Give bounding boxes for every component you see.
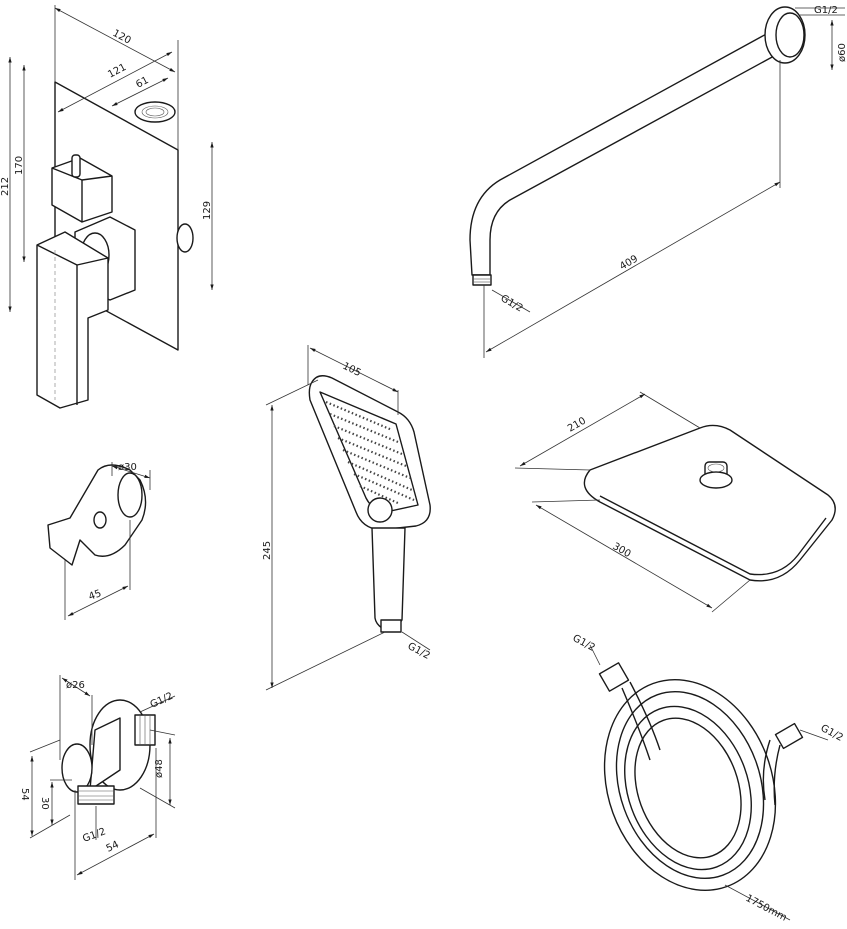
hand-shower-handle: [371, 527, 406, 631]
hose-dim-length: 1750mm: [744, 893, 789, 924]
hose-nut-right: [774, 722, 804, 750]
elbow-dim-thread-side: G1/2: [149, 691, 175, 711]
shower-arm-flange: [764, 6, 806, 64]
concealed-mixer: 120 121 61 212 170 129: [0, 5, 214, 409]
shower-arm-pipe: [469, 31, 786, 276]
hand-shower-thread: [380, 619, 402, 633]
mixer-dim-height: 170: [14, 156, 25, 175]
hose-dim-thread-left: G1/2: [571, 633, 597, 654]
mixer-inlet-top: [134, 101, 176, 123]
hand-shower: 105 245 G1/2: [262, 345, 432, 691]
mixer-inlet-side: [176, 223, 194, 253]
elbow-body: [61, 743, 93, 793]
shower-arm: G1/2 ø60 409 G1/2: [469, 5, 847, 358]
arm-dim-flange: ø60: [837, 43, 847, 62]
shower-hose: G1/2 G1/2 1750mm: [571, 633, 845, 924]
mixer-dim-offset: 61: [134, 75, 150, 91]
elbow-dim-diameter: ø26: [66, 680, 85, 691]
hose-nut-left: [598, 662, 630, 692]
elbow-dim-height: 54: [19, 788, 30, 801]
arm-dim-thread-top: G1/2: [814, 5, 838, 16]
hose-coil-outer: [603, 679, 777, 891]
mixer-dim-height-total: 212: [0, 177, 11, 196]
holder-dim-diameter: ø30: [118, 462, 137, 473]
hand-shower-nozzles: [325, 400, 415, 506]
mixer-dim-outlet: 129: [202, 201, 213, 220]
head-shower-plate: [583, 424, 836, 582]
holder-dim-length: 45: [87, 588, 103, 603]
hand-dim-thread: G1/2: [406, 641, 432, 662]
hand-dim-width: 105: [341, 361, 363, 379]
elbow-dim-flange: ø48: [154, 759, 165, 778]
head-dim-width: 210: [566, 416, 588, 435]
mixer-dim-depth: 121: [106, 62, 128, 81]
elbow-dim-thread-bottom: G1/2: [81, 826, 107, 844]
head-shower: 210 300: [514, 391, 836, 613]
arm-dim-thread-bottom: G1/2: [499, 293, 525, 314]
hand-shower-button: [367, 497, 393, 523]
hose-dim-thread-right: G1/2: [819, 723, 845, 744]
elbow-dim-depth: 54: [105, 839, 121, 854]
head-dim-length: 300: [611, 541, 633, 560]
shower-arm-thread: [472, 274, 492, 286]
wall-elbow: ø26 G1/2 54 30 ø48 G1/2 54: [19, 675, 176, 880]
shower-holder: ø30 45: [47, 462, 151, 620]
elbow-bottom-thread: [77, 785, 115, 805]
mixer-lever: [36, 231, 109, 409]
elbow-dim-offset: 30: [39, 797, 50, 810]
diverter-knob: [71, 154, 81, 178]
hand-dim-length: 245: [262, 541, 273, 560]
holder-slot: [93, 511, 107, 529]
